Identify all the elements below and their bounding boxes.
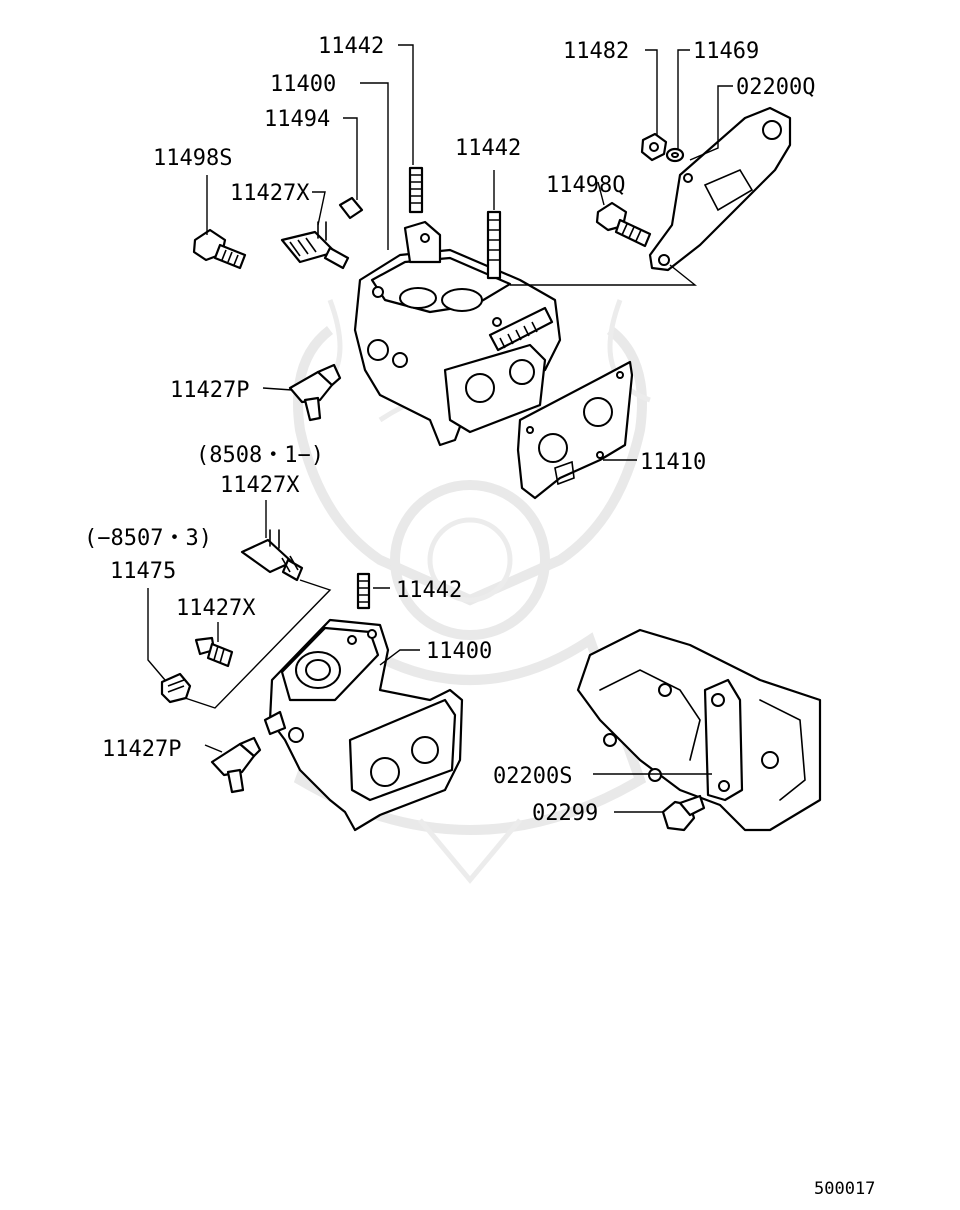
label-11410: 11410 (640, 450, 706, 475)
stud-11442-top (408, 166, 424, 214)
jet-11427X-upper (280, 221, 350, 270)
label-11400-top: 11400 (270, 72, 336, 97)
label-02200Q: 02200Q (736, 75, 815, 100)
bolt-11498Q (595, 201, 652, 248)
label-11427P-lower: 11427P (102, 737, 181, 762)
nut-11482 (640, 132, 668, 162)
label-11469: 11469 (693, 39, 759, 64)
stud-11442-mid (486, 210, 502, 280)
label-11427X-top: 11427X (230, 181, 310, 206)
plug-11494 (338, 196, 364, 220)
label-11400-low: 11400 (426, 639, 492, 664)
washer-11469 (665, 147, 685, 163)
elbow-11427P-lower (210, 736, 262, 794)
lower-carburetor-body (263, 618, 464, 832)
engine-block-section (576, 628, 822, 832)
stud-11442-low (356, 572, 371, 610)
label-11498Q: 11498Q (546, 173, 625, 198)
elbow-11427P-upper (288, 363, 342, 422)
leader-lines (147, 44, 733, 813)
bolt-11498S (192, 228, 247, 270)
label-11427X-middle: 11427X (220, 473, 300, 498)
label-11442-top: 11442 (318, 34, 384, 59)
bolt-02299 (661, 794, 706, 832)
gasket-11410 (516, 360, 634, 500)
diagram-code: 500017 (814, 1179, 875, 1199)
upper-carburetor-body (353, 220, 562, 447)
label-11442-low: 11442 (396, 578, 462, 603)
label-11427P-top: 11427P (170, 378, 249, 403)
label-8507-note: (−8507・3) (84, 526, 212, 551)
part-labels: 11442 11400 11494 11498S 11427X 11442 11… (84, 34, 875, 1199)
bracket-02200Q (648, 106, 792, 272)
jet-11427X-middle (240, 529, 304, 582)
label-02299: 02299 (532, 801, 598, 826)
label-11494: 11494 (264, 107, 330, 132)
label-11498S: 11498S (153, 146, 232, 171)
watermark-emblem (293, 299, 651, 884)
label-11427X-lower: 11427X (176, 596, 256, 621)
label-11475: 11475 (110, 559, 176, 584)
label-8508-note: (8508・1−) (196, 443, 324, 468)
label-11442-mid: 11442 (455, 136, 521, 161)
jet-11427X-lower (194, 636, 234, 668)
label-11482: 11482 (563, 39, 629, 64)
label-02200S: 02200S (493, 764, 572, 789)
